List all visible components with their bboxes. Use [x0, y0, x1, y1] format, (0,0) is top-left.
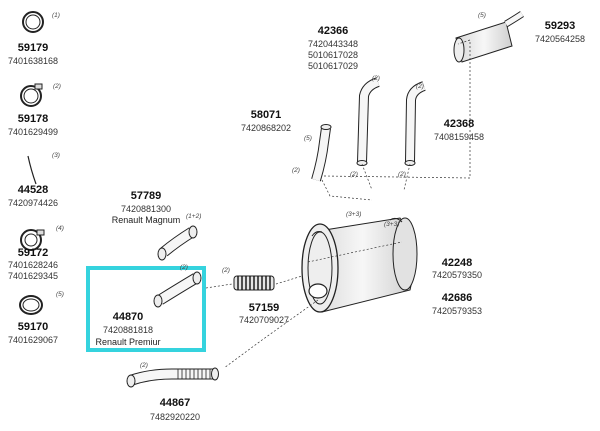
strap-44528-drawing [27, 155, 37, 185]
tailpipe-59293-drawing [453, 11, 524, 63]
part-code-57159: 57159 [248, 302, 280, 314]
qty-42366: (2) [372, 75, 380, 82]
qty-44867: (2) [140, 362, 148, 369]
qty-extra-2: (2) [350, 171, 358, 178]
part-ref-44867: 7482920220 [149, 412, 201, 422]
qty-57159: (2) [222, 267, 230, 274]
qty-42248: (3+3) [346, 211, 362, 218]
clamp-59178-drawing [20, 83, 43, 107]
part-desc-44870: Renault Premiur [95, 337, 161, 347]
part-ref-44528: 7420974426 [7, 198, 59, 208]
part-code-42366: 42366 [317, 25, 349, 37]
leader-lines [205, 39, 471, 369]
part-ref-59170: 7401629067 [7, 335, 59, 345]
part-code-59178: 59178 [17, 113, 49, 125]
qty-extra-1: (2) [292, 167, 300, 174]
part-ref-42686: 7420579353 [431, 306, 483, 316]
part-ref-42248: 7420579350 [431, 270, 483, 280]
qty-59178: (2) [53, 83, 61, 90]
part-code-57789: 57789 [130, 190, 162, 202]
qty-59172: (4) [56, 225, 64, 232]
clamp-59170-drawing [19, 295, 43, 315]
clamp-59179-drawing [22, 11, 44, 33]
muffler-42248-drawing [301, 217, 418, 313]
qty-42686: (3+3) [384, 221, 400, 228]
part-code-59170: 59170 [17, 321, 49, 333]
part-ref-57159: 7420709027 [238, 315, 290, 325]
part-ref-42366-b: 5010617028 [307, 50, 359, 60]
part-code-59179: 59179 [17, 42, 49, 54]
part-ref-58071: 7420868202 [240, 123, 292, 133]
part-ref-59178: 7401629499 [7, 127, 59, 137]
qty-58071: (5) [304, 135, 312, 142]
part-ref-42368: 7408159458 [433, 132, 485, 142]
part-desc-57789: Renault Magnum [111, 215, 181, 225]
flex-hose-57159-drawing [233, 275, 275, 291]
pipe-42366-drawing [356, 77, 380, 166]
qty-59179: (1) [52, 12, 60, 19]
part-ref-42366-c: 5010617029 [307, 61, 359, 71]
pipe-57789-drawing [157, 225, 198, 261]
part-ref-44870: 7420881818 [102, 325, 154, 335]
qty-extra-3: (2) [398, 171, 406, 178]
pipe-44870-drawing [153, 271, 202, 308]
qty-57789: (1+2) [186, 213, 202, 220]
pipe-58071-drawing [311, 124, 332, 182]
part-code-42248: 42248 [441, 257, 473, 269]
part-ref-59179: 7401638168 [7, 56, 59, 66]
qty-59170: (5) [56, 291, 64, 298]
qty-59293: (5) [478, 12, 486, 19]
part-code-59293: 59293 [544, 20, 576, 32]
part-code-44867: 44867 [159, 397, 191, 409]
qty-44870: (2) [180, 264, 188, 271]
part-code-44870: 44870 [112, 311, 144, 323]
part-ref-42366-a: 7420443348 [307, 39, 359, 49]
part-code-42686: 42686 [441, 292, 473, 304]
part-ref-59293: 7420564258 [534, 34, 586, 44]
part-ref-59172-a: 7401628246 [7, 260, 59, 270]
part-code-58071: 58071 [250, 109, 282, 121]
part-code-59172: 59172 [17, 247, 49, 259]
qty-44528: (3) [52, 152, 60, 159]
pipe-42368-drawing [404, 81, 426, 166]
pipe-44867-drawing [126, 367, 219, 388]
part-ref-59172-b: 7401629345 [7, 271, 59, 281]
qty-42368: (2) [416, 83, 424, 90]
clamp-59172-drawing [20, 229, 45, 251]
part-code-42368: 42368 [443, 118, 475, 130]
part-ref-57789: 7420881300 [120, 204, 172, 214]
highlight-box [86, 266, 206, 352]
part-code-44528: 44528 [17, 184, 49, 196]
